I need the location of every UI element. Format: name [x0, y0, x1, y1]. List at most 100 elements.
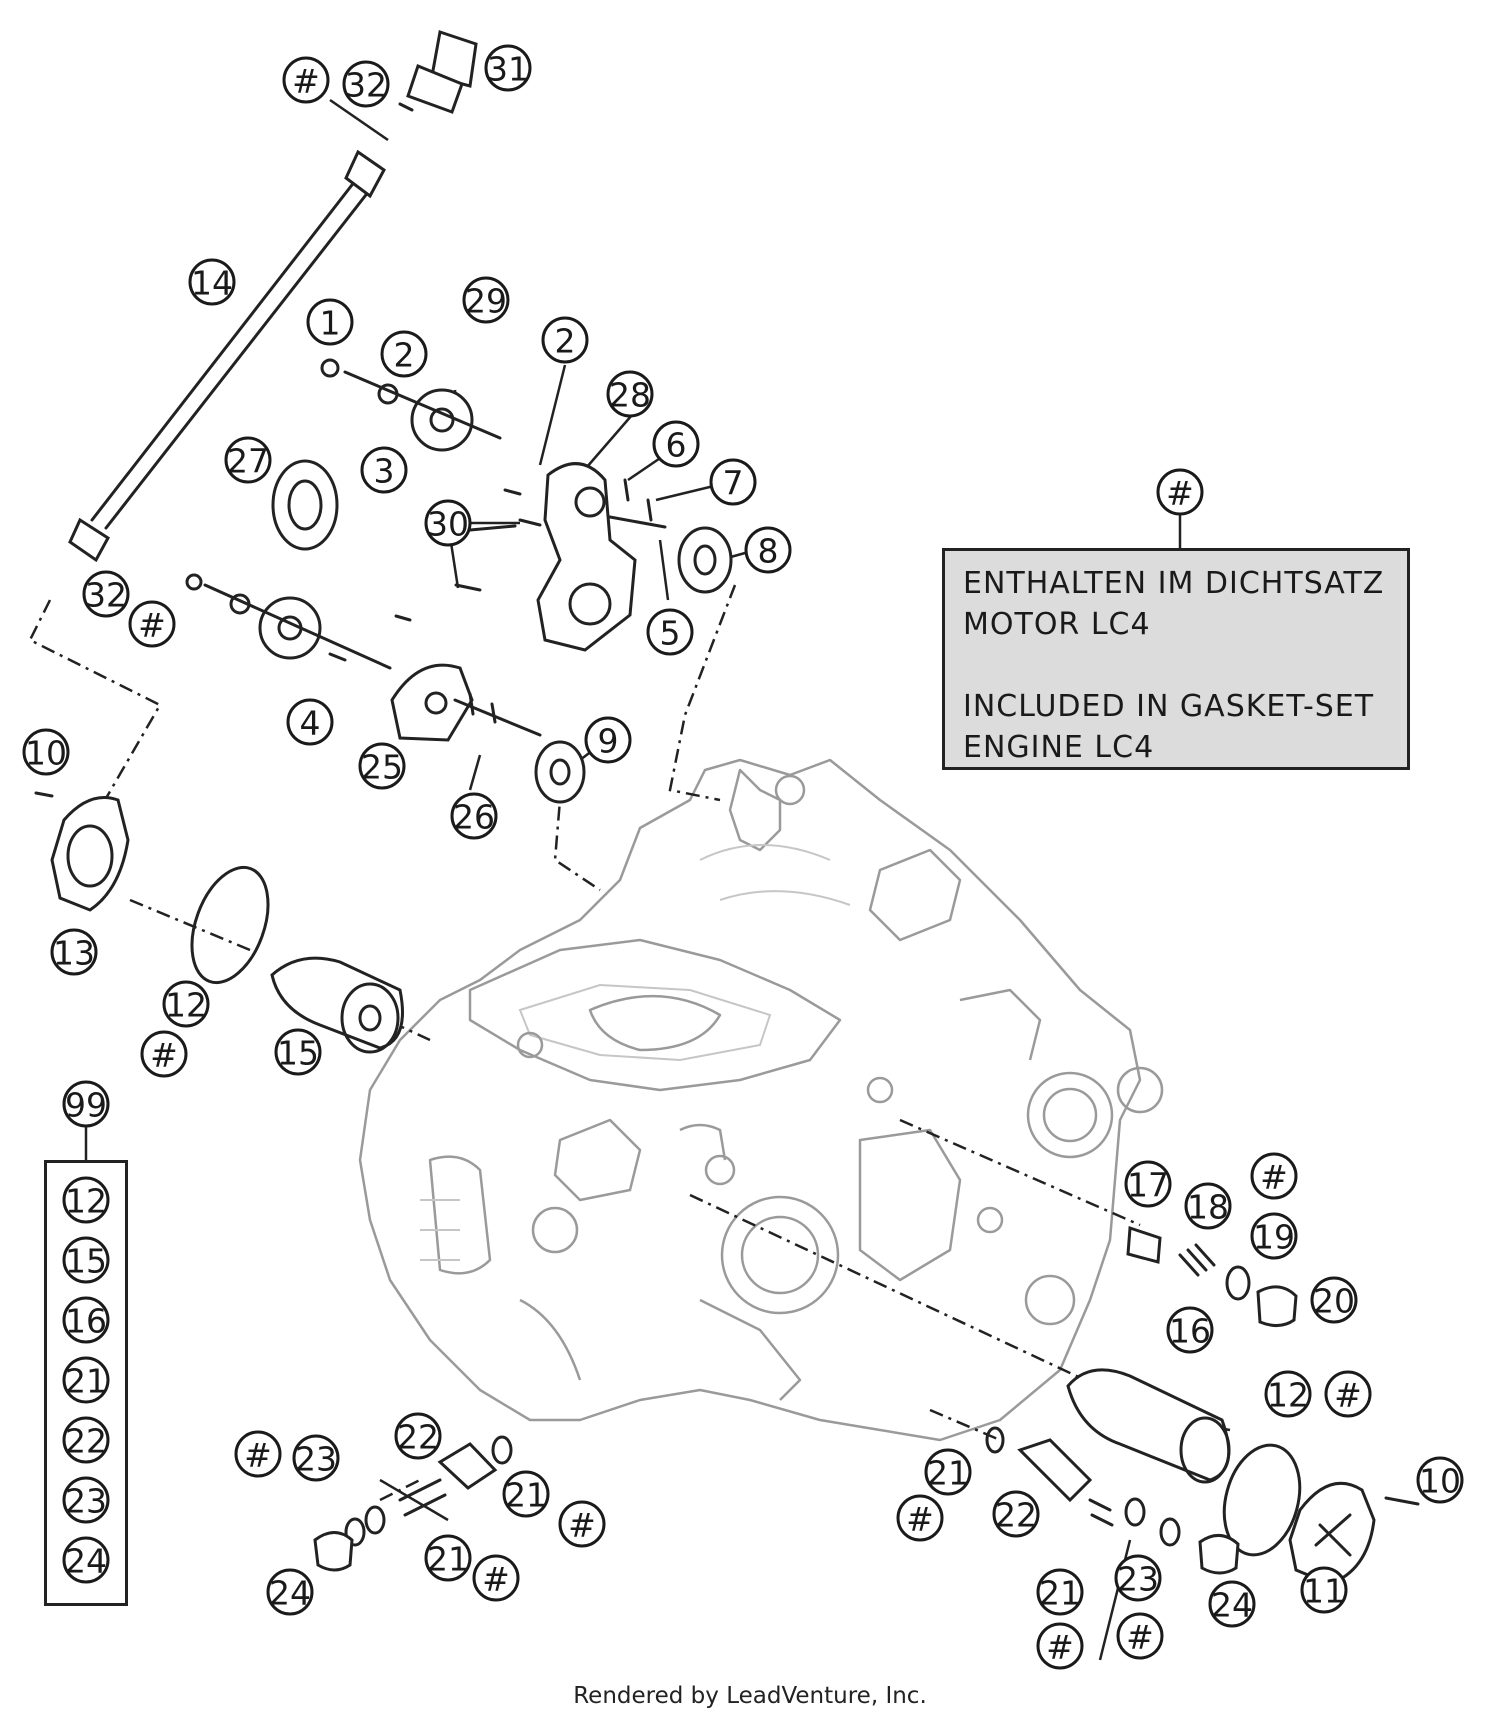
callout-29: 29: [462, 276, 510, 324]
callout-18-label: 18: [1187, 1188, 1229, 1227]
callout-21-right-b-label: 21: [1039, 1574, 1081, 1613]
callout-7: 7: [709, 458, 757, 506]
callout-18: 18: [1184, 1182, 1232, 1230]
callout-hash-31-circle: [282, 56, 330, 104]
callout-32-mid: 32: [82, 570, 130, 618]
callout-28-label: 28: [609, 376, 651, 415]
callout-hash-21right-a-label: #: [906, 1500, 934, 1539]
callout-hash-23left-circle: [234, 1430, 282, 1478]
callout-2a: 2: [380, 330, 428, 378]
callout-hash-21left-a: #: [558, 1500, 606, 1548]
callout-24-left: 24: [266, 1568, 314, 1616]
callout-hash-23right-circle: [1116, 1612, 1164, 1660]
pump-cover-25: [328, 614, 542, 742]
callout-25-label: 25: [361, 748, 403, 787]
callout-3-label: 3: [374, 452, 395, 491]
callout-25-circle: [358, 742, 406, 790]
callout-22-left: 22: [394, 1412, 442, 1460]
kit-item-24-label: 24: [65, 1542, 107, 1581]
callout-14-label: 14: [191, 264, 233, 303]
callout-21-left-a-circle: [502, 1470, 550, 1518]
callout-23-left-label: 23: [295, 1440, 337, 1479]
kit-item-12-circle: [62, 1176, 110, 1224]
callout-hash-12left-circle: [140, 1030, 188, 1078]
kit-item-16-circle: [62, 1296, 110, 1344]
callout-hash-32mid-circle: [128, 600, 176, 648]
callout-8-circle: [744, 526, 792, 574]
callout-21-left-b: 21: [424, 1534, 472, 1582]
callout-12-right: 12: [1264, 1370, 1312, 1418]
callout-21-right-a-label: 21: [927, 1454, 969, 1493]
kit-item-12-label: 12: [65, 1182, 107, 1221]
callout-15-label: 15: [277, 1034, 319, 1073]
callout-hash-12left: #: [140, 1030, 188, 1078]
callout-hash-21left-a-label: #: [568, 1506, 596, 1545]
callout-2a-label: 2: [394, 336, 415, 375]
callout-20-label: 20: [1313, 1282, 1355, 1321]
callout-19-circle: [1250, 1212, 1298, 1260]
callout-16: 16: [1166, 1306, 1214, 1354]
callout-22-left-label: 22: [397, 1418, 439, 1457]
callout-13-label: 13: [53, 934, 95, 973]
kit-item-24-circle: [62, 1536, 110, 1584]
callout-29-label: 29: [465, 282, 507, 321]
callout-7-circle: [709, 458, 757, 506]
kit-item-15-circle: [62, 1236, 110, 1284]
callout-1-label: 1: [320, 304, 341, 343]
kit-item-21: 21: [62, 1356, 110, 1404]
o-ring-12-right: [1222, 1443, 1302, 1557]
callout-32-mid-label: 32: [85, 576, 127, 615]
kit-item-23-circle: [62, 1476, 110, 1524]
callout-32-top-circle: [342, 60, 390, 108]
callout-26-label: 26: [453, 798, 495, 837]
callout-20: 20: [1310, 1276, 1358, 1324]
callout-14: 14: [188, 258, 236, 306]
oil-pressure-line: [68, 149, 386, 563]
callout-24-right-circle: [1208, 1580, 1256, 1628]
callout-27-circle: [224, 436, 272, 484]
callout-21-right-a-circle: [924, 1448, 972, 1496]
callout-24-right-label: 24: [1211, 1586, 1253, 1625]
callout-hash-23left-label: #: [244, 1436, 272, 1475]
callout-hash-32mid: #: [128, 600, 176, 648]
callout-31-circle: [484, 44, 532, 92]
callout-14-circle: [188, 258, 236, 306]
callout-11-label: 11: [1303, 1572, 1345, 1611]
kit-item-22: 22: [62, 1416, 110, 1464]
oil-filter-15: [270, 956, 404, 1054]
note-line-de-2: MOTOR LC4: [963, 607, 1151, 642]
callout-2b-label: 2: [555, 322, 576, 361]
callout-18-circle: [1184, 1182, 1232, 1230]
callout-30-label: 30: [427, 505, 469, 544]
callout-hash-31: #: [282, 56, 330, 104]
valve-assembly-left: [313, 1435, 513, 1572]
callout-13: 13: [50, 928, 98, 976]
callout-26-circle: [450, 792, 498, 840]
callout-kit-99: 99: [62, 1080, 110, 1128]
kit-item-22-label: 22: [65, 1422, 107, 1461]
callout-9: 9: [584, 716, 632, 764]
callout-4-circle: [286, 698, 334, 746]
oil-pressure-sensor: [398, 30, 478, 114]
callout-24-left-label: 24: [269, 1574, 311, 1613]
callout-32-mid-circle: [82, 570, 130, 618]
kit-item-24: 24: [62, 1536, 110, 1584]
callout-31: 31: [484, 44, 532, 92]
callout-12-right-label: 12: [1267, 1376, 1309, 1415]
pump-rotor-8: [677, 526, 733, 594]
callout-6-circle: [652, 420, 700, 468]
callout-9-circle: [584, 716, 632, 764]
callout-21-right-b-circle: [1036, 1568, 1084, 1616]
kit-item-23: 23: [62, 1476, 110, 1524]
callout-21-right-a: 21: [924, 1448, 972, 1496]
callout-8-label: 8: [758, 532, 779, 571]
leader-lines: [28, 98, 1231, 1661]
callout-22-right: 22: [992, 1490, 1040, 1538]
callout-hash-21left-b-label: #: [482, 1560, 510, 1599]
callout-hash-21right-b-label: #: [1046, 1628, 1074, 1667]
callout-24-left-circle: [266, 1568, 314, 1616]
callout-17: 17: [1124, 1160, 1172, 1208]
callout-6-label: 6: [666, 426, 687, 465]
kit-99-box: [44, 1160, 128, 1606]
